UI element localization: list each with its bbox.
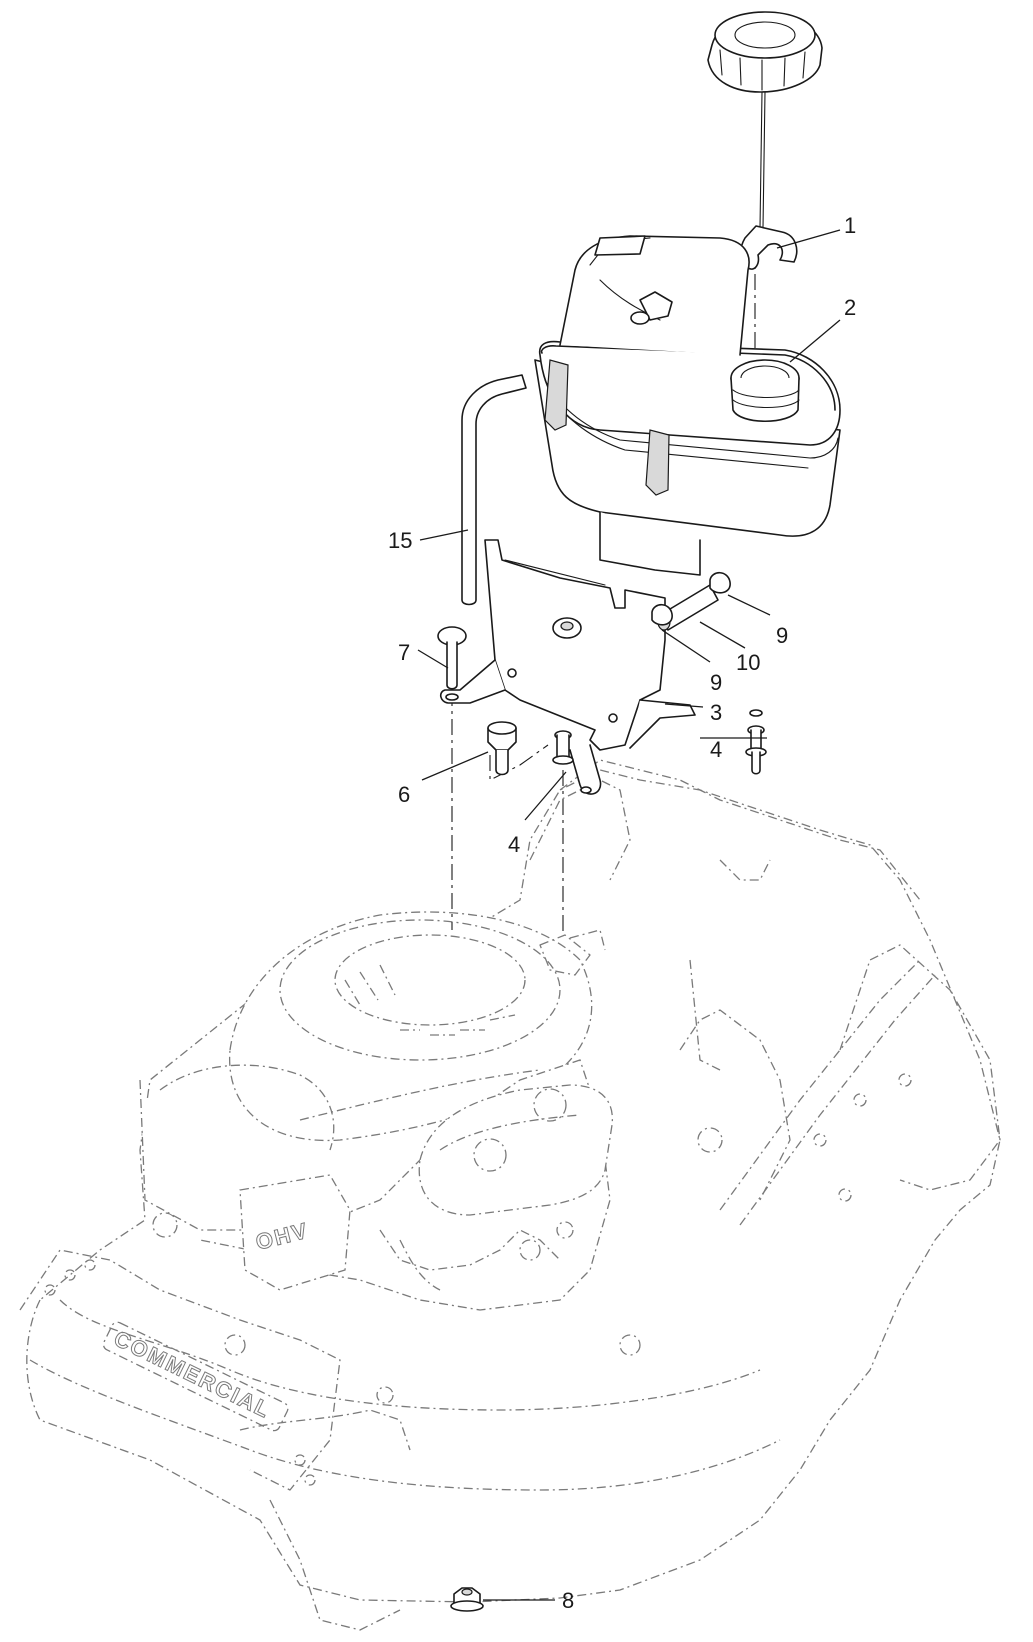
hose-and-clamps (651, 571, 731, 631)
callout-9-lower: 9 (710, 670, 722, 695)
flange-nut (450, 1587, 484, 1612)
callout-15: 15 (388, 528, 412, 553)
tank-bracket (439, 539, 763, 795)
flange-screw-right (745, 725, 767, 775)
callout-4-center: 4 (508, 832, 520, 857)
hex-bolt (487, 721, 517, 776)
flange-screw-center (552, 730, 574, 765)
carriage-bolt (437, 626, 467, 690)
fuel-tank (534, 235, 841, 576)
callout-10: 10 (736, 650, 760, 675)
callout-4-right: 4 (710, 737, 722, 762)
callout-1: 1 (844, 213, 856, 238)
fuel-hose (461, 374, 527, 606)
callout-7: 7 (398, 640, 410, 665)
callout-labels: 1 2 15 9 10 9 7 3 4 6 4 8 (388, 213, 856, 1613)
callout-3: 3 (710, 700, 722, 725)
leader-lines (417, 229, 841, 1601)
fuel-cap (707, 11, 823, 270)
callout-6: 6 (398, 782, 410, 807)
callout-9-upper: 9 (776, 623, 788, 648)
engine-phantom: OHV (139, 911, 613, 1311)
callout-2: 2 (844, 295, 856, 320)
callout-8: 8 (562, 1588, 574, 1613)
